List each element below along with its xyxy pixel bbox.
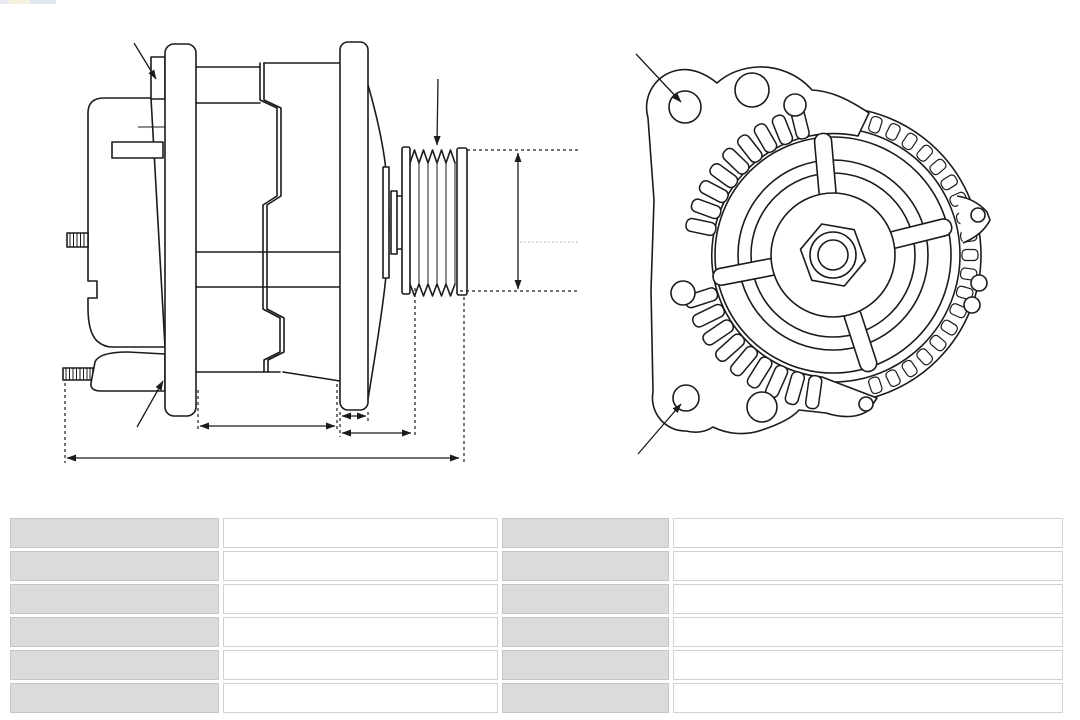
spec-label <box>502 518 669 548</box>
spec-label <box>10 683 219 713</box>
rear-housing-slot <box>111 141 164 159</box>
mounting-hole-upper3 <box>783 93 807 117</box>
front-view <box>635 53 991 455</box>
side-view <box>62 41 580 463</box>
mounting-hole-tiny <box>858 396 874 412</box>
spec-value <box>223 650 498 680</box>
vent-slots-lower <box>684 287 823 410</box>
alternator-technical-drawing <box>62 41 991 463</box>
spec-value <box>223 584 498 614</box>
mounting-flange-front <box>339 41 369 411</box>
spec-value <box>223 518 498 548</box>
fan-spokes <box>712 132 953 373</box>
spec-value <box>673 617 1063 647</box>
extension-lines <box>64 149 579 463</box>
mounting-hole-bottom <box>672 384 700 412</box>
spec-label <box>10 551 219 581</box>
spec-label <box>502 650 669 680</box>
spec-value <box>673 518 1063 548</box>
spec-value <box>223 683 498 713</box>
spec-label <box>10 584 219 614</box>
screenshot-edge-artifact <box>0 0 56 4</box>
terminal-stud-upper <box>66 232 89 248</box>
mounting-flange-rear <box>150 56 166 100</box>
mounting-hole-top <box>668 90 702 124</box>
spec-label <box>502 683 669 713</box>
spec-label <box>502 551 669 581</box>
side-bump <box>970 274 988 292</box>
mounting-hole-mid <box>670 280 696 306</box>
side-bump <box>963 296 981 314</box>
side-tab-hole <box>970 207 986 223</box>
spec-value <box>673 551 1063 581</box>
spec-label <box>10 518 219 548</box>
spec-label <box>10 650 219 680</box>
leader-lines <box>133 42 441 428</box>
mounting-hole-lower2 <box>746 391 778 423</box>
pulley <box>401 146 468 297</box>
rear-housing <box>87 97 166 348</box>
spec-value <box>673 683 1063 713</box>
stator-body <box>195 62 341 382</box>
mounting-hole-upper2 <box>734 72 770 108</box>
shaft-end <box>817 239 849 271</box>
spec-table <box>10 518 1063 713</box>
spec-value <box>223 551 498 581</box>
spec-label <box>502 584 669 614</box>
spec-value <box>223 617 498 647</box>
mounting-flange-rear-bar <box>164 43 197 417</box>
dimension-lines <box>66 152 522 462</box>
spec-label <box>10 617 219 647</box>
terminal-stud-lower <box>62 367 94 381</box>
spec-label <box>502 617 669 647</box>
shaft <box>382 166 403 279</box>
spec-value <box>673 650 1063 680</box>
mounting-lug <box>90 351 166 392</box>
spec-value <box>673 584 1063 614</box>
